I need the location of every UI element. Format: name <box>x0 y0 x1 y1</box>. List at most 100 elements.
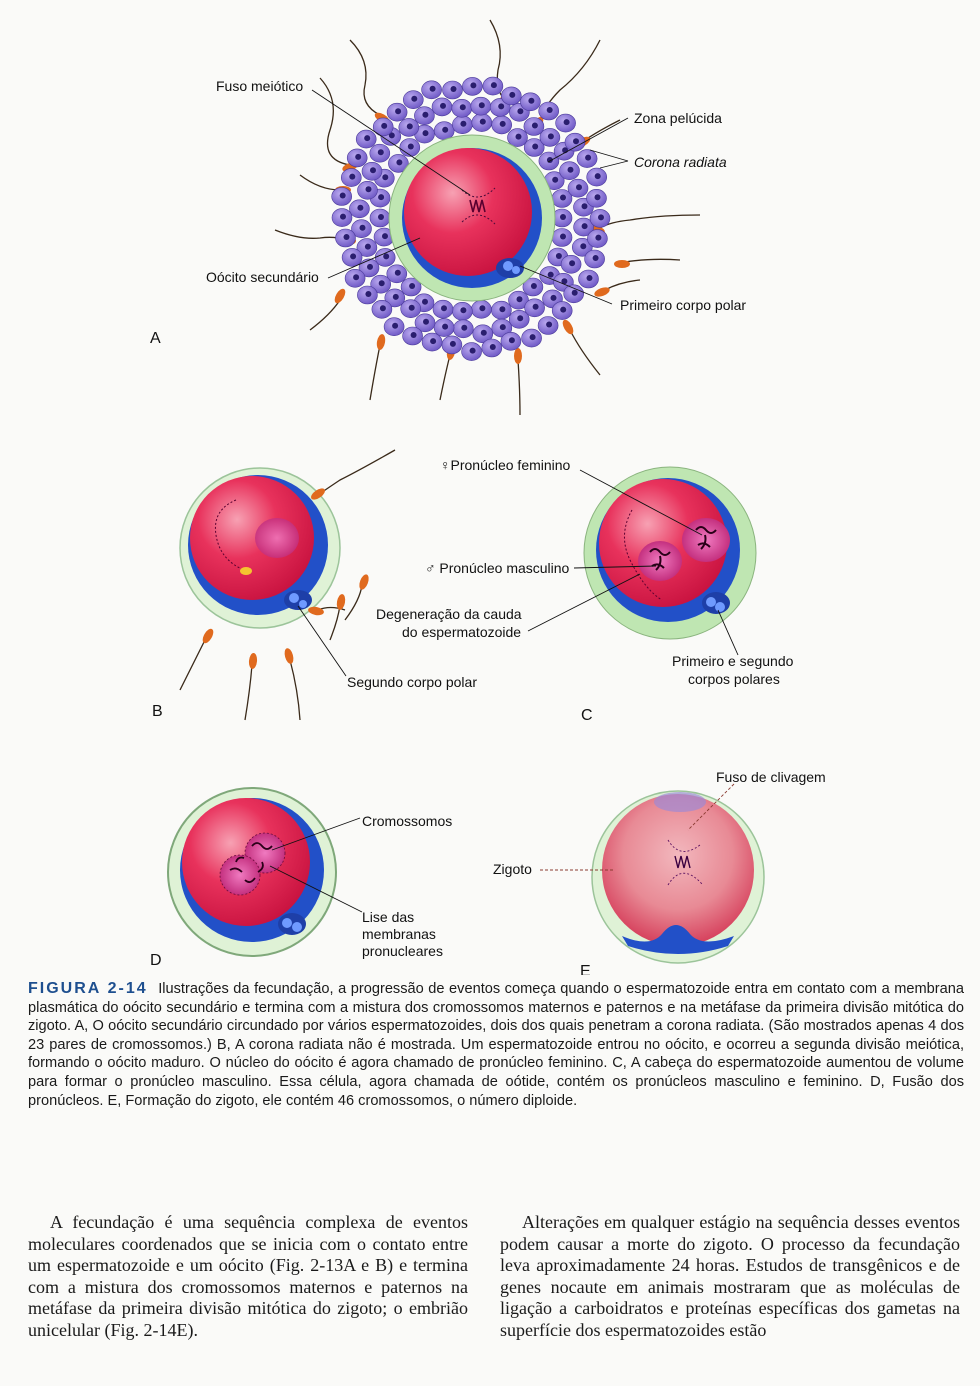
corona-cell-nucleus <box>430 338 437 345</box>
body-paragraph-left: A fecundação é uma sequência complexa de… <box>28 1212 468 1341</box>
corona-cell-nucleus <box>560 214 566 220</box>
leader-lines-e <box>540 783 735 871</box>
corona-cell-nucleus <box>394 269 401 276</box>
corona-cell-nucleus <box>581 223 588 230</box>
corona-cell-nucleus <box>573 138 579 145</box>
panel-e: Fuso de clivagem Zigoto E <box>493 769 826 975</box>
female-pronucleus-c <box>682 518 730 562</box>
corona-cell-nucleus <box>508 337 515 344</box>
label-zona-pelucida-a: Zona pelúcida <box>634 110 722 126</box>
corona-cell-nucleus <box>592 255 599 261</box>
corona-cell-nucleus <box>367 263 373 270</box>
corona-cell-nucleus <box>349 173 356 180</box>
corona-cell-nucleus <box>478 102 485 109</box>
corona-cell-nucleus <box>370 167 376 174</box>
sperm-tail-inside-b <box>214 499 245 571</box>
body-paragraph-right: Alterações em qualquer estágio na sequên… <box>500 1212 960 1341</box>
panel-letter-b: B <box>152 703 163 720</box>
corona-cell-nucleus <box>423 318 429 325</box>
corona-cell-nucleus <box>364 243 371 250</box>
corona-cell-nucleus <box>517 108 524 115</box>
label-primeiro-corpo-polar: Primeiro corpo polar <box>620 297 746 313</box>
corona-cell-nucleus <box>499 324 506 331</box>
corona-cell-nucleus <box>532 143 539 150</box>
cleavage-spindle-e <box>667 839 703 886</box>
corona-cell-nucleus <box>343 234 350 240</box>
corona-cell-nucleus <box>378 280 385 287</box>
corona-cell-nucleus <box>396 159 403 166</box>
corona-cell-nucleus <box>547 133 554 140</box>
panel-letter-a: A <box>150 330 161 347</box>
corona-cell-nucleus <box>581 203 588 210</box>
label-cromossomos: Cromossomos <box>362 813 452 829</box>
corona-cell-nucleus <box>429 85 436 92</box>
panel-letter-c: C <box>581 707 593 724</box>
corona-cell-nucleus <box>353 274 360 281</box>
corona-cell-nucleus <box>469 347 476 354</box>
label-pronucleo-feminino: ♀Pronúcleo feminino <box>440 457 571 473</box>
corona-cell-nucleus <box>595 234 602 241</box>
corona-cell-nucleus <box>532 303 539 310</box>
label-segundo-corpo-polar: Segundo corpo polar <box>347 674 477 690</box>
sperm-head-inside-b <box>240 567 252 575</box>
label-degeneracao-2: do espermatozoide <box>402 624 521 640</box>
corona-cell-nucleus <box>355 153 362 160</box>
corona-cell-nucleus <box>442 126 449 133</box>
spindle-pole-e <box>654 792 706 812</box>
corona-cell-nucleus <box>339 192 346 199</box>
corona-cell-nucleus <box>378 214 384 220</box>
corona-cell-nucleus <box>410 332 417 338</box>
panel-a: Fuso meiótico Zona pelúcida Corona radia… <box>150 19 746 416</box>
corona-cell-nucleus <box>461 324 468 331</box>
corona-cell-nucleus <box>516 296 523 303</box>
corona-cell-nucleus <box>450 86 457 92</box>
meiotic-spindle <box>461 187 496 225</box>
corona-cell-nucleus <box>379 305 386 312</box>
fertilization-figure: Fuso meiótico Zona pelúcida Corona radia… <box>150 19 826 975</box>
corona-cell-nucleus <box>409 283 416 289</box>
corona-cell-nucleus <box>357 204 364 211</box>
corona-cell-nucleus <box>407 143 414 150</box>
corona-cell-nucleus <box>580 243 587 250</box>
panel-c: ♀Pronúcleo feminino ♂ Pronúcleo masculin… <box>376 457 794 724</box>
corona-cell-nucleus <box>392 322 399 329</box>
second-polar-body-b <box>284 590 312 610</box>
corona-cell-nucleus <box>470 82 477 89</box>
corona-cell-nucleus <box>555 253 562 259</box>
corona-cell-nucleus <box>552 176 559 183</box>
leader-lines-c <box>527 469 739 656</box>
label-fuso-meiotico: Fuso meiótico <box>216 78 303 94</box>
label-oocito-secundario: Oócito secundário <box>206 269 319 285</box>
zygote-cytoplasm-e <box>602 794 754 946</box>
corona-cell-nucleus <box>594 194 601 201</box>
corona-cell-nucleus <box>350 253 357 260</box>
corona-cell-nucleus <box>547 271 554 278</box>
corona-cell-nucleus <box>569 260 576 267</box>
corona-cell-nucleus <box>381 122 388 129</box>
corona-cell-nucleus <box>422 111 429 118</box>
corona-cell-nucleus <box>563 119 570 126</box>
sperm-group-b <box>179 449 396 721</box>
figure-caption: FIGURA 2-14 Ilustrações da fecundação, a… <box>28 980 964 1110</box>
corona-cell-nucleus <box>460 120 467 127</box>
label-corpos-polares-1: Primeiro e segundo <box>672 653 794 669</box>
label-lise-1: Lise das <box>362 909 414 925</box>
corona-cell-nucleus <box>441 305 447 312</box>
corona-cell-nucleus <box>422 298 428 305</box>
label-lise-3: pronucleares <box>362 943 443 959</box>
corona-cell-nucleus <box>449 340 456 347</box>
oocyte-cytoplasm-b <box>190 476 314 600</box>
corona-cell-nucleus <box>411 95 418 102</box>
oocyte-cytoplasm-a <box>404 148 532 276</box>
corona-cell-nucleus <box>598 214 604 221</box>
corona-cell-nucleus <box>392 293 399 300</box>
corona-cell-nucleus <box>550 294 557 301</box>
label-degeneracao-1: Degeneração da cauda <box>376 606 522 622</box>
male-pronucleus-c <box>638 541 682 581</box>
corona-cell-nucleus <box>490 82 497 89</box>
label-zigoto: Zigoto <box>493 861 532 877</box>
corona-cell-nucleus <box>546 107 553 113</box>
polar-bodies-c <box>702 592 730 614</box>
corona-cell-nucleus <box>585 154 592 161</box>
corona-cell-nucleus <box>440 102 446 109</box>
